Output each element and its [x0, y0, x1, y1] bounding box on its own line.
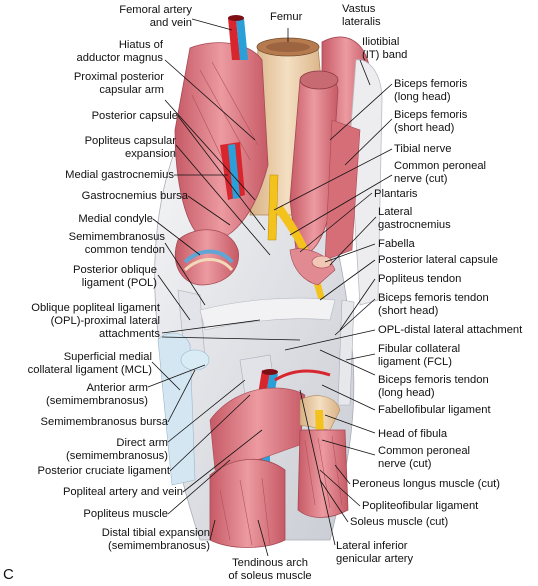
label-femur: Femur [270, 11, 303, 23]
anatomy-layer [154, 15, 383, 548]
leader-lines [147, 18, 393, 557]
soleus-muscle [209, 458, 286, 548]
label-fabella: Fabella [378, 238, 415, 250]
label-popliteofibular: Popliteofibular ligament [362, 500, 479, 512]
label-pcl: Posterior cruciate ligament [37, 465, 170, 477]
label-it-band: Iliotibial(IT) band [362, 36, 408, 61]
label-gastrocnemius-bursa: Gastrocnemius bursa [81, 190, 188, 202]
label-distal-tibial-expansion: Distal tibial expansion(semimembranosus) [101, 527, 210, 552]
peroneus-longus-muscle [297, 429, 349, 518]
label-popliteus-muscle: Popliteus muscle [83, 508, 168, 520]
label-posterior-lateral-capsule: Posterior lateral capsule [378, 254, 499, 266]
medial-condyle [174, 229, 239, 286]
panel-letter: C [3, 566, 14, 583]
label-tibial-nerve: Tibial nerve [394, 143, 452, 155]
label-opl-proximal: Oblique popliteal ligament(OPL)-proximal… [31, 302, 160, 340]
lateral-inferior-genicular-artery [274, 369, 331, 382]
label-biceps-short-head: Biceps femoris(short head) [394, 109, 468, 134]
label-fabellofibular: Fabellofibular ligament [378, 404, 491, 416]
label-popliteal-artery-vein: Popliteal artery and vein [62, 486, 183, 498]
femoral-vein [236, 18, 248, 60]
semimembranosus-bursa [180, 349, 210, 371]
it-band [349, 59, 383, 306]
label-semimembranosus-bursa: Semimembranosus bursa [40, 416, 168, 428]
oblique-popliteal-ligament [199, 297, 336, 331]
fabella-bone [311, 255, 333, 269]
label-head-of-fibula: Head of fibula [378, 428, 448, 440]
label-biceps-tendon-long: Biceps femoris tendon(long head) [378, 374, 489, 399]
label-peroneus-longus: Peroneus longus muscle (cut) [352, 478, 500, 490]
label-biceps-long-head: Biceps femoris(long head) [394, 78, 468, 103]
label-soleus-cut: Soleus muscle (cut) [350, 516, 449, 528]
superficial-mcl [157, 332, 196, 486]
label-posterior-capsule: Posterior capsule [91, 110, 178, 122]
label-biceps-tendon-short: Biceps femoris tendon(short head) [378, 292, 489, 317]
label-popliteus-tendon: Popliteus tendon [378, 273, 462, 285]
fibular-collateral-ligament [337, 299, 355, 406]
label-direct-arm: Direct arm(semimembranosus) [66, 437, 168, 462]
label-medial-gastrocnemius: Medial gastrocnemius [65, 169, 174, 181]
label-plantaris: Plantaris [374, 188, 418, 200]
label-medial-condyle: Medial condyle [78, 213, 153, 225]
label-anterior-arm: Anterior arm(semimembranosus) [46, 382, 148, 407]
label-opl-distal: OPL-distal lateral attachment [378, 324, 523, 336]
tibial-nerve [267, 174, 279, 241]
